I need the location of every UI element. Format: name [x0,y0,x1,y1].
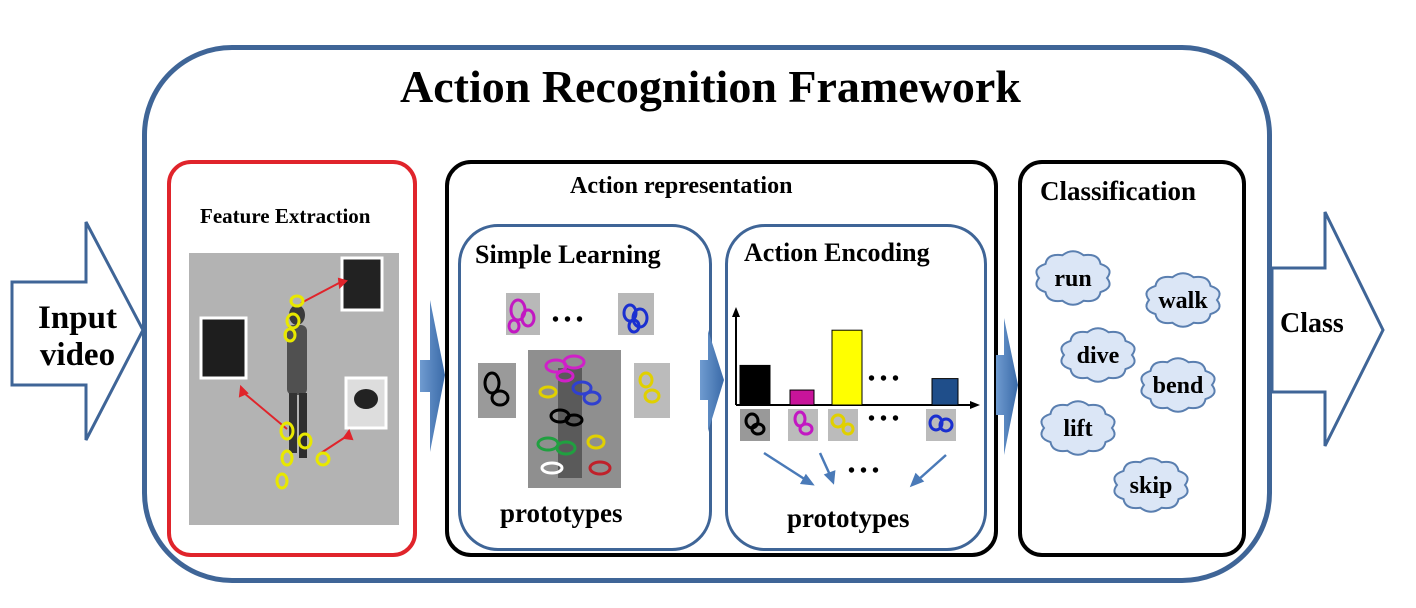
feature-extraction-label: Feature Extraction [200,204,371,228]
ellipsis-bars: • • • [868,368,899,390]
class-label-run: run [1054,266,1091,292]
class-label-bend: bend [1153,373,1204,399]
histogram-bars [739,329,959,406]
class-cloud-bend [1140,357,1216,413]
framework-title: Action Recognition Framework [400,61,1021,112]
class-clouds: run walk dive bend lift skip [1035,250,1221,513]
class-label-skip: skip [1130,473,1173,499]
feature-extraction-image [189,253,399,525]
histogram-bar [931,378,959,406]
histogram-bar [831,329,863,406]
action-representation-label: Action representation [570,173,793,199]
classification-label: Classification [1040,176,1197,206]
input-label: Input video [30,300,125,374]
class-label: Class [1280,308,1344,339]
class-label-walk: walk [1158,288,1208,314]
action-encoding-label: Action Encoding [744,238,930,267]
ellipsis-top: • • • [552,309,583,331]
class-label-dive: dive [1077,343,1120,369]
input-label-line1: Input [38,300,117,336]
simple-learning-caption: prototypes [500,498,623,528]
class-cloud-run [1035,250,1111,306]
encoding-histogram: • • • • • • • • • [732,307,980,488]
action-encoding-caption: prototypes [787,503,910,533]
input-label-line2: video [39,336,116,373]
class-cloud-walk [1145,272,1221,328]
class-cloud-skip [1113,457,1189,513]
histogram-bar [789,389,815,406]
simple-learning-label: Simple Learning [475,240,661,269]
class-cloud-dive [1060,327,1136,383]
histogram-bar [739,364,771,406]
simple-learning-visual: • • • [478,293,670,488]
class-cloud-lift [1040,400,1116,456]
ellipsis-patches: • • • [868,408,899,430]
class-label-lift: lift [1063,416,1092,442]
ellipsis-arrows: • • • [848,460,879,482]
